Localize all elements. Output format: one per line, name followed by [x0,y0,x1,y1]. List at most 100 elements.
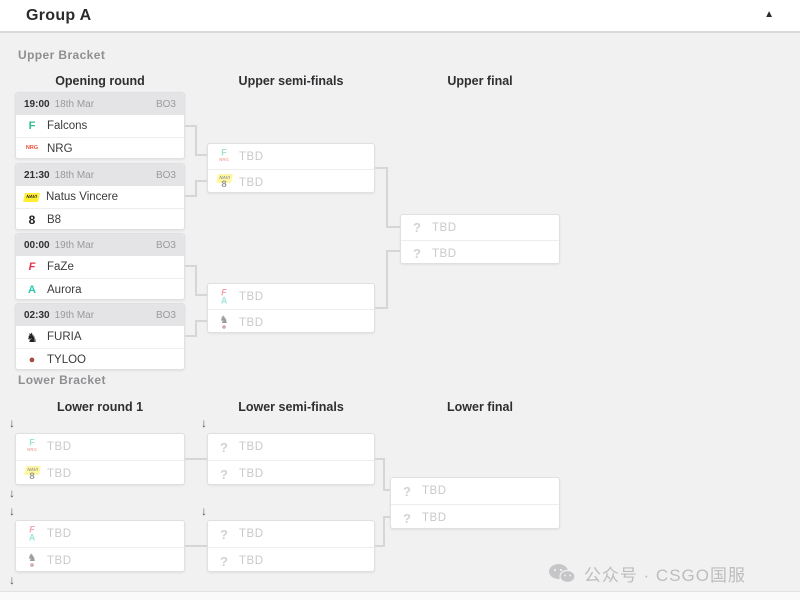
match-date: 18th Mar [54,169,95,181]
bracket-connector [195,320,197,337]
tbd-label: TBD [47,441,72,453]
collapse-chevron-up-icon[interactable]: ▲ [764,9,774,20]
match-time: 02:30 [24,309,50,321]
faze-aurora-faded-logos: F A [24,524,40,543]
drop-down-arrow-icon: ↓ [9,573,15,587]
team-name: B8 [47,214,62,226]
round-header-lower-semis: Lower semi-finals [238,400,344,414]
match-card-upper-semi-1[interactable]: F NRG TBD NAVI 8 TBD [207,143,375,193]
tbd-label: TBD [432,247,457,260]
tbd-label: TBD [432,221,457,234]
bracket-connector [185,335,197,337]
bracket-connector [195,265,197,296]
furia-logo-icon: ♞ [26,329,38,345]
bracket-connector [386,226,400,228]
drop-down-arrow-icon: ↓ [9,416,15,430]
nrg-logo-icon: NRG [27,448,37,453]
team-row: F Falcons [16,115,184,137]
tbd-slot: ? TBD [401,215,559,240]
match-card-upper-semi-2[interactable]: F A TBD ♞ ● TBD [207,283,375,333]
tbd-slot: ? TBD [208,547,374,571]
navi-b8-faded-logos: NAVI 8 [215,174,233,190]
question-icon: ? [220,553,228,569]
bracket-connector [375,167,388,169]
furia-tyloo-faded-logos: ♞ ● [216,312,232,331]
team-row: A Aurora [16,278,184,299]
round-header-lower-final: Lower final [447,400,513,414]
bracket-connector [383,458,385,491]
round-header-lower-round1: Lower round 1 [56,400,144,414]
tbd-slot: F A TBD [208,284,374,309]
falcons-logo-icon: F [221,147,227,157]
question-icon: ? [220,439,228,455]
round-header-upper-final: Upper final [447,74,513,88]
tbd-label: TBD [239,468,264,480]
navi-b8-faded-logos: NAVI 8 [23,465,41,482]
round-header-upper-semis: Upper semi-finals [238,74,344,88]
tbd-label: TBD [239,290,264,303]
bracket-connector [185,125,197,127]
aurora-logo-icon: A [28,532,36,543]
bracket-connector [185,545,207,547]
tbd-slot: F A TBD [16,521,184,547]
match-time: 21:30 [24,169,50,181]
team-row: F FaZe [16,256,184,278]
bracket-connector [386,250,388,309]
match-date: 19th Mar [54,309,95,321]
match-card-lower-semi-1[interactable]: ? TBD ? TBD [207,433,375,485]
match-time: 00:00 [24,239,50,251]
match-card-lower-semi-2[interactable]: ? TBD ? TBD [207,520,375,572]
b8-logo-icon: 8 [221,178,227,190]
tbd-label: TBD [239,176,264,189]
match-date: 18th Mar [54,98,95,110]
team-name: FaZe [47,261,74,273]
b8-logo-icon: 8 [29,469,35,482]
tbd-label: TBD [422,485,447,497]
bracket-connector [386,167,388,228]
match-date: 19th Mar [54,239,95,251]
match-card-faze-aurora[interactable]: 00:00 19th Mar BO3 F FaZe A Aurora [15,233,185,300]
drop-down-arrow-icon: ↓ [201,504,207,518]
lower-bracket-label: Lower Bracket [18,373,106,387]
tbd-slot: F NRG TBD [208,144,374,169]
match-card-navi-b8[interactable]: 21:30 18th Mar BO3 NAVI Natus Vincere 8 … [15,163,185,230]
match-card-upper-final[interactable]: ? TBD ? TBD [400,214,560,264]
team-name: Falcons [47,120,88,132]
team-name: FURIA [47,331,82,343]
furia-logo-icon: ♞ [27,551,37,563]
bracket-connector [383,489,390,491]
tyloo-logo-icon: ● [29,559,35,570]
match-card-falcons-nrg[interactable]: 19:00 18th Mar BO3 F Falcons NRG NRG [15,92,185,159]
match-time: 19:00 [24,98,50,110]
team-name: NRG [47,143,73,155]
match-format-badge: BO3 [155,239,176,251]
upper-bracket-label: Upper Bracket [18,48,106,62]
furia-logo-icon: ♞ [219,312,229,325]
bracket-connector [185,195,197,197]
tbd-label: TBD [239,528,264,540]
match-card-furia-tyloo[interactable]: 02:30 19th Mar BO3 ♞ FURIA ● TYLOO [15,303,185,370]
team-row: NAVI Natus Vincere [16,186,184,208]
tbd-slot: ♞ ● TBD [16,547,184,571]
match-header: 21:30 18th Mar BO3 [16,164,184,186]
tbd-slot: ? TBD [208,434,374,460]
match-card-lower-round1-2[interactable]: F A TBD ♞ ● TBD [15,520,185,572]
match-card-lower-final[interactable]: ? TBD ? TBD [390,477,560,529]
tbd-label: TBD [239,316,264,329]
drop-down-arrow-icon: ↓ [201,416,207,430]
match-format-badge: BO3 [155,309,176,321]
bracket-connector [195,320,207,322]
tbd-label: TBD [239,441,264,453]
falcons-nrg-faded-logos: F NRG [24,438,40,455]
panel-bottom-divider [0,591,800,600]
wechat-icon [548,563,576,583]
match-card-lower-round1-1[interactable]: F NRG TBD NAVI 8 TBD [15,433,185,485]
tbd-slot: ? TBD [391,504,559,528]
question-icon: ? [413,220,421,235]
tbd-slot: ? TBD [401,240,559,263]
match-format-badge: BO3 [155,169,176,181]
tbd-label: TBD [47,468,72,480]
faze-logo-icon: F [29,524,35,535]
match-header: 19:00 18th Mar BO3 [16,93,184,115]
falcons-logo-icon: F [28,119,36,132]
